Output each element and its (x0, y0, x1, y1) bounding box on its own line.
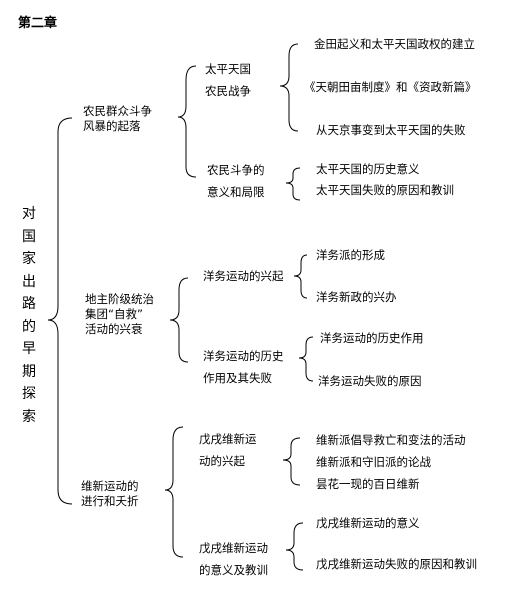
topic-reform-significance: 戊戌维新运动 的意义及教训 (199, 537, 268, 581)
sub-1-2-bracket (285, 167, 301, 201)
sub-3-1-bracket (282, 437, 301, 486)
item-tianchao-tianmu: 《天朝田亩制度》和《资政新篇》 (304, 80, 477, 94)
root-topic-char: 早 (22, 341, 36, 357)
item-reform-significance: 戊戌维新运动的意义 (316, 516, 420, 530)
root-topic-char: 的 (22, 318, 36, 335)
topic-reform-rise: 戊戌维新运 动的兴起 (199, 428, 257, 472)
label-line: 的意义及教训 (199, 563, 268, 577)
branch-1-label: 农民群众斗争 风暴的起落 (83, 104, 152, 134)
label-line: 意义和局限 (207, 185, 265, 199)
branch-1-bracket (177, 65, 197, 178)
topic-peasant-significance: 农民斗争的 意义和局限 (207, 159, 265, 203)
root-topic-char: 探 (22, 386, 36, 402)
item-reformers-activities: 维新派倡导救亡和变法的活动 (316, 433, 466, 447)
label-line: 进行和夭折 (81, 494, 139, 508)
branch-3-bracket (164, 426, 184, 558)
root-topic-char: 国 (22, 228, 36, 245)
root-topic: 对 国 家 出 路 的 早 期 探 索 (21, 203, 37, 428)
label-line: 风暴的起落 (83, 119, 141, 133)
item-reform-debate: 维新派和守旧派的论战 (316, 455, 431, 469)
item-westernization-role: 洋务运动的历史作用 (320, 331, 424, 345)
item-hundred-days-reform: 昙花一现的百日维新 (316, 477, 420, 491)
item-taiping-failure: 太平天国失败的原因和教训 (316, 183, 454, 197)
label-line: 维新运动的 (81, 479, 139, 493)
item-westernization-failure: 洋务运动失败的原因 (318, 374, 422, 388)
topic-taiping-war: 太平天国 农民战争 (205, 58, 251, 102)
root-topic-char: 索 (22, 408, 36, 425)
sub-2-2-bracket (298, 336, 314, 382)
topic-westernization-role: 洋务运动的历史 作用及其失败 (203, 345, 284, 389)
root-bracket (47, 117, 73, 505)
root-topic-char: 家 (22, 251, 36, 267)
sub-2-1-bracket (293, 254, 308, 299)
root-topic-char: 期 (22, 363, 36, 380)
chapter-heading: 第二章 (18, 16, 58, 31)
item-tianjing-incident: 从天京事变到太平天国的失败 (316, 123, 466, 137)
item-taiping-significance: 太平天国的历史意义 (316, 162, 420, 176)
branch-2-bracket (169, 277, 189, 363)
label-line: 作用及其失败 (203, 371, 272, 385)
item-jintian-uprising: 金田起义和太平天国政权的建立 (314, 37, 475, 51)
label-line: 农民斗争的 (207, 163, 265, 177)
item-reform-failure: 戊戌维新运动失败的原因和教训 (316, 557, 477, 571)
label-line: 农民群众斗争 (83, 104, 152, 118)
root-topic-char: 出 (22, 273, 36, 290)
root-topic-char: 路 (22, 296, 36, 312)
label-line: 动的兴起 (199, 454, 245, 468)
label-line: 戊戌维新运 (199, 432, 257, 446)
label-line: 活动的兴衰 (85, 322, 143, 336)
label-line: 集团“自救” (85, 307, 143, 321)
label-line: 农民战争 (205, 84, 251, 98)
label-line: 戊戌维新运动 (199, 541, 268, 555)
item-westernization-faction: 洋务派的形成 (316, 248, 385, 262)
topic-westernization-rise: 洋务运动的兴起 (203, 269, 284, 283)
label-line: 太平天国 (205, 62, 251, 76)
sub-3-2-bracket (285, 522, 304, 571)
branch-2-label: 地主阶级统治 集团“自救” 活动的兴衰 (85, 292, 154, 337)
sub-1-1-bracket (279, 43, 299, 132)
root-topic-char: 对 (22, 206, 36, 222)
label-line: 地主阶级统治 (85, 292, 154, 306)
label-line: 洋务运动的历史 (203, 349, 284, 363)
item-westernization-new-policy: 洋务新政的兴办 (316, 290, 397, 304)
branch-3-label: 维新运动的 进行和夭折 (81, 479, 139, 509)
